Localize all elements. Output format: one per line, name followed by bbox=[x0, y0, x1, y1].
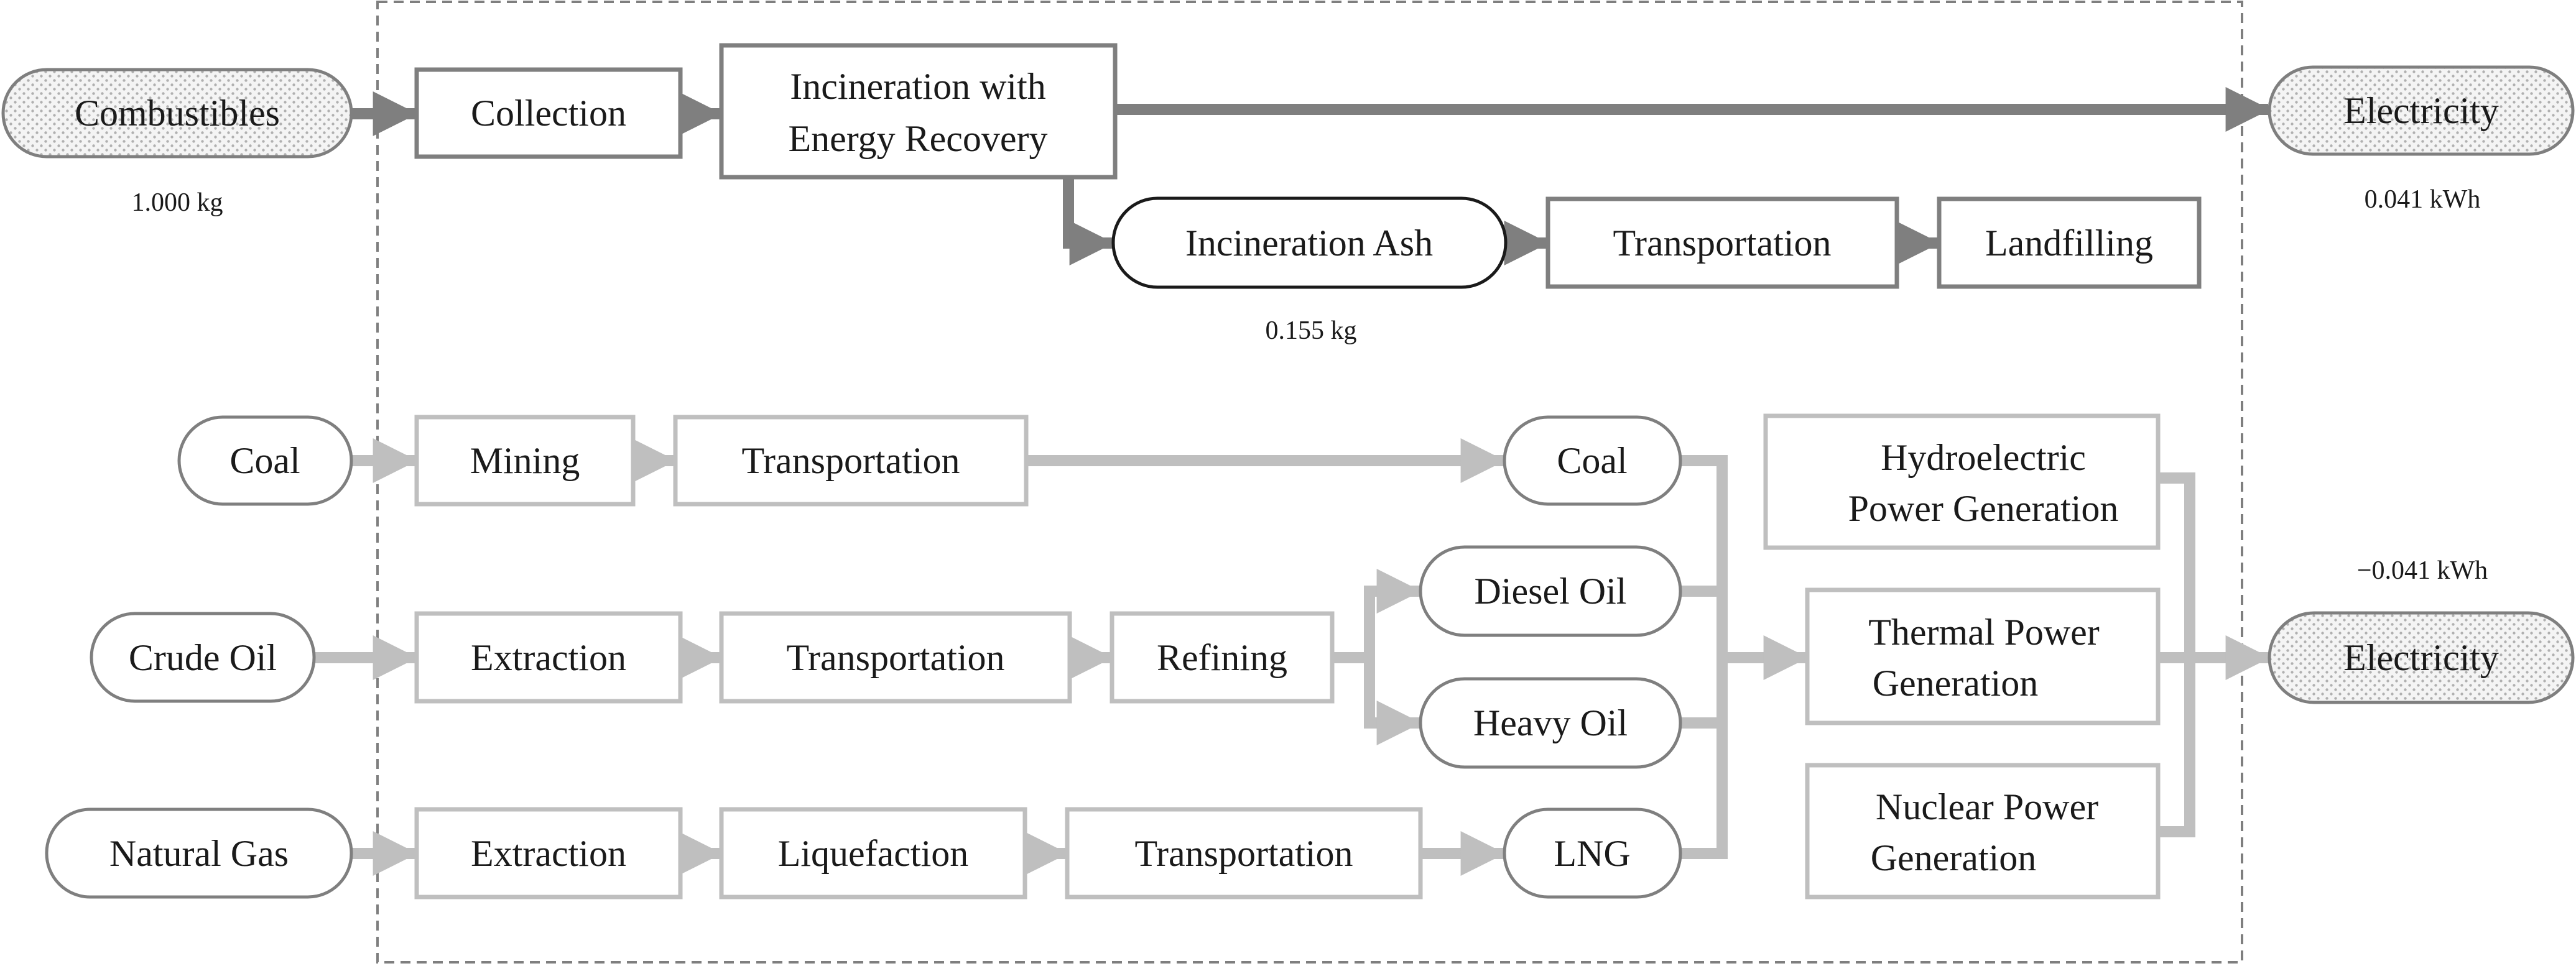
background-nodes: Coal Crude Oil Natural Gas Mining Transp… bbox=[45, 413, 2575, 899]
oil-extraction-box bbox=[414, 611, 683, 704]
combustibles-node bbox=[1, 68, 353, 159]
gas-transportation-box bbox=[1065, 807, 1423, 899]
oil-transportation-box bbox=[719, 611, 1072, 704]
refining-box bbox=[1110, 611, 1335, 704]
gas-transportation-label: Transportation bbox=[1134, 833, 1353, 874]
avoided-electricity-node bbox=[2268, 611, 2575, 704]
oil-extraction-label: Extraction bbox=[471, 637, 626, 678]
electricity-output-node bbox=[2268, 65, 2575, 156]
coal-transportation-box bbox=[673, 415, 1029, 507]
diesel-oil-label: Diesel Oil bbox=[1475, 571, 1627, 612]
foreground-flows bbox=[351, 87, 2271, 265]
natural-gas-source-node bbox=[45, 807, 353, 899]
hydroelectric-label-line1: Hydroelectric bbox=[1881, 437, 2086, 478]
incineration-ash-node bbox=[1111, 196, 1508, 289]
oil-transportation-label: Transportation bbox=[786, 637, 1004, 678]
thermal-power-label-line2: Generation bbox=[1873, 663, 2039, 704]
coal-fuel-node bbox=[1503, 415, 1682, 506]
arrow-incineration-ash bbox=[1063, 177, 1114, 265]
lng-label: LNG bbox=[1554, 833, 1630, 874]
collection-box bbox=[414, 67, 683, 159]
thermal-power-label-line1: Thermal Power bbox=[1868, 612, 2100, 653]
ash-transportation-box bbox=[1545, 196, 1899, 289]
crude-oil-source-node bbox=[90, 612, 316, 703]
collection-label: Collection bbox=[471, 93, 626, 134]
hydroelectric-label-line2: Power Generation bbox=[1848, 488, 2119, 529]
natural-gas-source-label: Natural Gas bbox=[109, 833, 289, 874]
mining-label: Mining bbox=[470, 440, 580, 481]
coal-source-label: Coal bbox=[229, 440, 300, 481]
nuclear-power-label-line1: Nuclear Power bbox=[1876, 786, 2098, 827]
landfilling-box bbox=[1937, 196, 2202, 289]
coal-source-node bbox=[177, 415, 353, 506]
arrow-refining-heavyoil bbox=[1364, 658, 1422, 745]
landfilling-label: Landfilling bbox=[1985, 223, 2153, 264]
refining-label: Refining bbox=[1157, 637, 1287, 678]
background-flows bbox=[314, 438, 2271, 876]
gas-extraction-box bbox=[414, 807, 683, 899]
incineration-box bbox=[719, 43, 1118, 180]
liquefaction-box bbox=[719, 807, 1027, 899]
liquefaction-label: Liquefaction bbox=[778, 833, 969, 874]
combustibles-amount: 1.000 kg bbox=[132, 188, 223, 217]
gas-extraction-label: Extraction bbox=[471, 833, 626, 874]
avoided-electricity-label: Electricity bbox=[2343, 637, 2499, 678]
electricity-output-amount: 0.041 kWh bbox=[2365, 185, 2481, 214]
fuel-collector bbox=[1680, 455, 1728, 859]
coal-fuel-label: Coal bbox=[1557, 440, 1627, 481]
hydroelectric-box bbox=[1763, 413, 2161, 550]
arrow-refining-dieseloil bbox=[1364, 569, 1422, 658]
crude-oil-source-label: Crude Oil bbox=[129, 637, 277, 678]
nuclear-power-box bbox=[1805, 763, 2161, 899]
coal-transportation-label: Transportation bbox=[741, 440, 960, 481]
lng-node bbox=[1503, 807, 1682, 899]
system-boundary bbox=[376, 1, 2243, 964]
incineration-label-line1: Incineration with bbox=[790, 66, 1046, 107]
incineration-label-line2: Energy Recovery bbox=[788, 118, 1047, 159]
foreground-nodes: Combustibles 1.000 kg Collection Inciner… bbox=[1, 43, 2575, 345]
electricity-output-label: Electricity bbox=[2343, 90, 2499, 131]
heavy-oil-node bbox=[1419, 677, 1682, 769]
ash-transportation-label: Transportation bbox=[1613, 223, 1831, 264]
nuclear-power-label-line2: Generation bbox=[1871, 837, 2037, 878]
mining-box bbox=[414, 415, 636, 507]
heavy-oil-label: Heavy Oil bbox=[1473, 702, 1628, 743]
incineration-ash-label: Incineration Ash bbox=[1185, 223, 1433, 264]
thermal-power-box bbox=[1805, 587, 2161, 725]
diesel-oil-node bbox=[1419, 545, 1682, 637]
combustibles-label: Combustibles bbox=[75, 93, 280, 134]
avoided-electricity-amount: −0.041 kWh bbox=[2357, 556, 2488, 585]
incineration-ash-amount: 0.155 kg bbox=[1266, 316, 1357, 345]
